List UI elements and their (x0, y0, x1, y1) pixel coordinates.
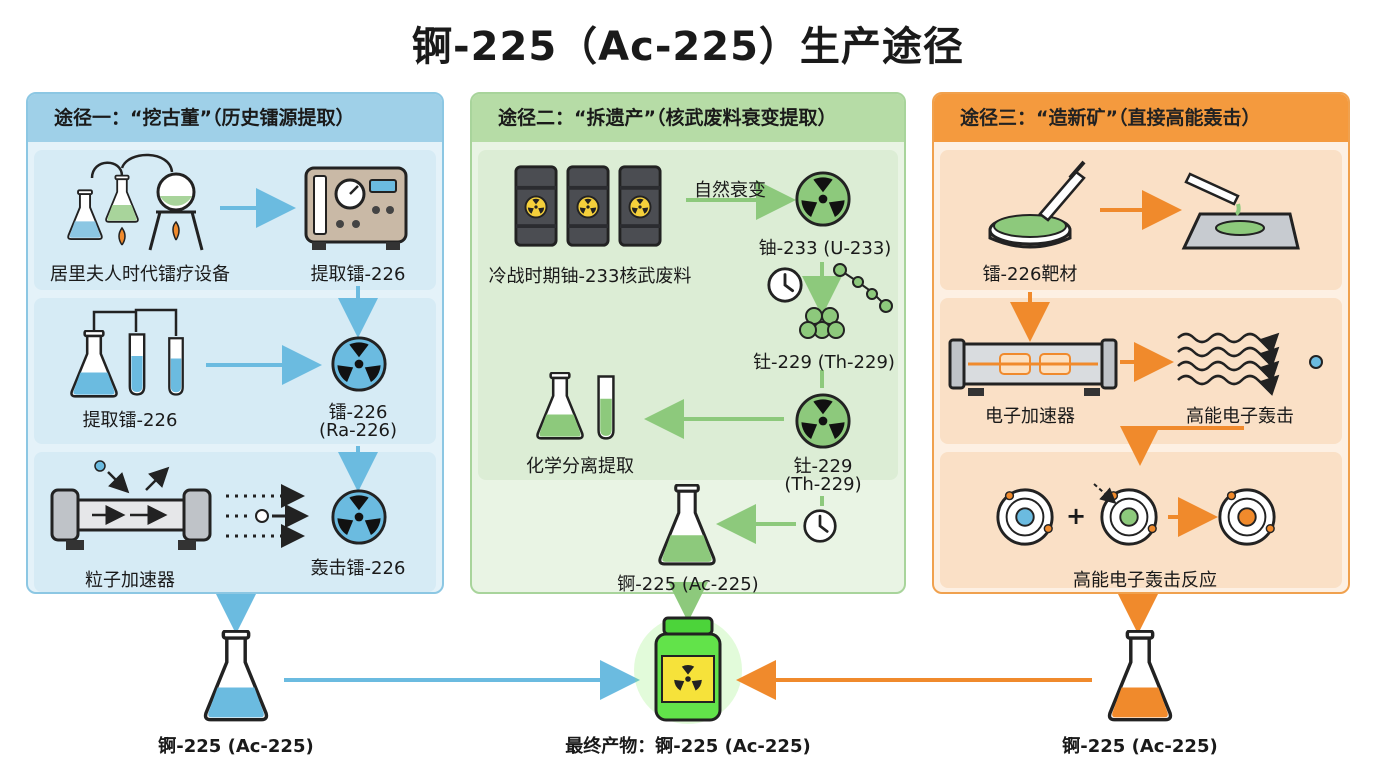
label-extract-ra226-2: 提取镭-226 (82, 410, 178, 431)
final-vial-icon (634, 616, 742, 724)
label-chemical-separation: 化学分离提取 (526, 456, 634, 477)
route-two-area (478, 150, 898, 480)
label-ra226: 镭-226 (328, 402, 388, 423)
label-ra226-symbol: (Ra-226) (318, 420, 398, 441)
label-bombard-ra226: 轰击镭-226 (310, 558, 406, 579)
label-output-route-three: 锕-225 (Ac-225) (1062, 736, 1218, 757)
label-reaction: 高能电子轰击反应 (1073, 570, 1217, 591)
label-particle-accelerator: 粒子加速器 (85, 570, 175, 591)
route-three-header: 途径三：“造新矿”（直接高能轰击） (934, 94, 1348, 142)
label-final-product: 最终产物：锕-225 (Ac-225) (565, 736, 811, 757)
page-title: 锕-225（Ac-225）生产途径 (412, 24, 964, 70)
label-curie-equipment: 居里夫人时代镭疗设备 (50, 264, 230, 285)
label-th229: 钍-229 (Th-229) (753, 352, 895, 373)
label-electron-accelerator: 电子加速器 (985, 406, 1075, 427)
flask-output-blue-icon (203, 630, 269, 722)
route-one-panel: 途径一：“挖古董”（历史镭源提取） (26, 92, 444, 594)
route-one-header: 途径一：“挖古董”（历史镭源提取） (28, 94, 442, 142)
label-natural-decay: 自然衰变 (694, 180, 766, 201)
label-u233: 铀-233 (U-233) (758, 238, 892, 259)
label-ra226-target: 镭-226靶材 (982, 264, 1078, 285)
label-extract-ra226: 提取镭-226 (310, 264, 406, 285)
label-th229-b: 钍-229 (793, 456, 853, 477)
label-cold-war-waste: 冷战时期铀-233核武废料 (488, 266, 692, 287)
label-th229-b-symbol: (Th-229) (784, 474, 862, 495)
route-two-panel: 途径二：“拆遗产”（核武废料衰变提取） (470, 92, 906, 594)
route-three-panel: 途径三：“造新矿”（直接高能轰击） (932, 92, 1350, 594)
label-electron-bombard: 高能电子轰击 (1186, 406, 1294, 427)
label-ac225-green: 锕-225 (Ac-225) (617, 574, 759, 595)
flask-output-orange-icon (1107, 630, 1173, 722)
plus-sign: + (1065, 502, 1087, 530)
route-two-header: 途径二：“拆遗产”（核武废料衰变提取） (472, 94, 904, 142)
label-output-route-one: 锕-225 (Ac-225) (158, 736, 314, 757)
